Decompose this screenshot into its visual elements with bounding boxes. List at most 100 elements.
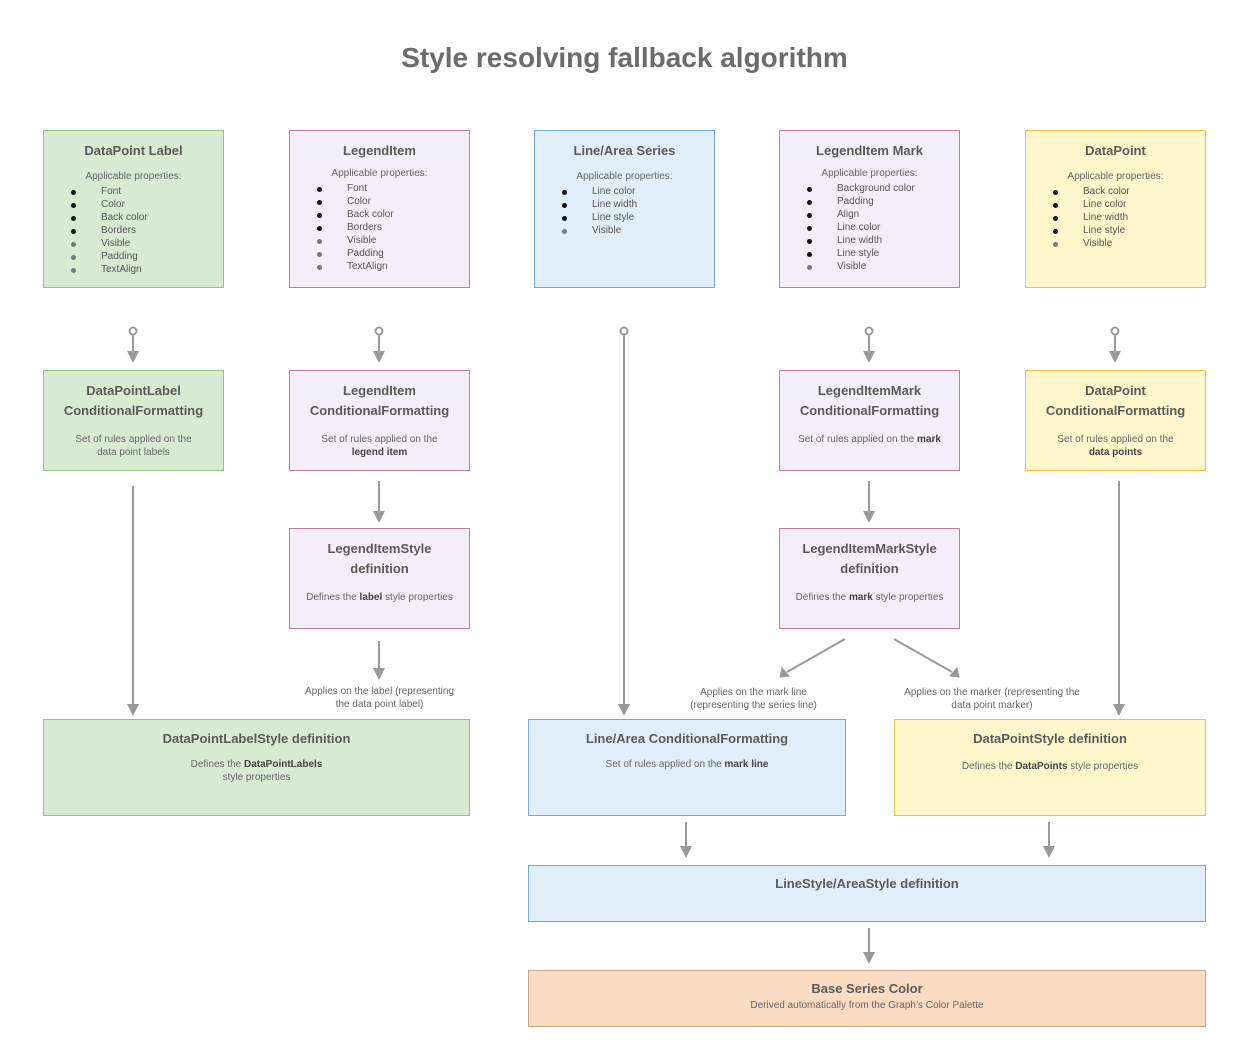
title-line: definition <box>840 561 899 576</box>
title-line: LegendItem <box>343 383 416 398</box>
desc-line: Set of rules applied on the <box>75 434 192 445</box>
property-item: Align <box>780 208 959 221</box>
desc-text: style properties <box>872 592 944 603</box>
legend-item-cf-desc: Set of rules applied on the legend item <box>290 433 469 459</box>
property-item: Visible <box>1026 237 1205 250</box>
line-area-series-box: Line/Area Series Applicable properties: … <box>534 130 715 288</box>
datapoint-label-cf-desc: Set of rules applied on the data point l… <box>44 433 223 459</box>
legend-item-box: LegendItem Applicable properties: Font C… <box>289 130 470 288</box>
title-line: LegendItemMark <box>817 383 922 398</box>
legend-item-mark-cf-box: LegendItemMark ConditionalFormatting Set… <box>779 370 960 471</box>
datapoint-label-style-desc: Defines the DataPointLabels style proper… <box>44 758 469 784</box>
property-item: Line color <box>1026 198 1205 211</box>
line-area-style-box: LineStyle/AreaStyle definition <box>528 865 1206 922</box>
property-item: Visible <box>44 237 223 250</box>
desc-text: Set of rules applied on the <box>605 759 725 770</box>
line-area-cf-box: Line/Area ConditionalFormatting Set of r… <box>528 719 846 816</box>
title-line: LegendItemMarkStyle <box>802 541 937 556</box>
line-area-series-props-label: Applicable properties: <box>576 171 673 182</box>
note-mark-line: Applies on the mark line (representing t… <box>663 686 844 712</box>
legend-item-mark-props: Background color Padding Align Line colo… <box>780 182 959 273</box>
property-item: Back color <box>1026 185 1205 198</box>
property-item: Line width <box>1026 211 1205 224</box>
property-item: Borders <box>44 224 223 237</box>
datapoint-label-title: DataPoint Label <box>84 143 183 158</box>
desc-text: Defines the <box>306 592 360 603</box>
property-item: Line style <box>1026 224 1205 237</box>
note-line: data point marker) <box>951 700 1033 711</box>
desc-text: Defines the <box>795 592 849 603</box>
legend-item-mark-style-title: LegendItemMarkStyle definition <box>780 539 959 579</box>
property-item: Visible <box>290 234 469 247</box>
title-line: LegendItemStyle <box>327 541 432 556</box>
property-item: Back color <box>290 208 469 221</box>
datapoint-style-desc: Defines the DataPoints style properties <box>895 760 1205 773</box>
line-area-cf-desc: Set of rules applied on the mark line <box>529 758 845 771</box>
desc-bold: mark line <box>724 759 769 770</box>
legend-item-mark-style-box: LegendItemMarkStyle definition Defines t… <box>779 528 960 629</box>
datapoint-style-box: DataPointStyle definition Defines the Da… <box>894 719 1206 816</box>
legend-item-mark-title: LegendItem Mark <box>816 143 923 158</box>
legend-item-props-label: Applicable properties: <box>331 168 428 179</box>
desc-text: style properties <box>382 592 453 603</box>
desc-bold: mark <box>848 592 873 603</box>
datapoint-box: DataPoint Applicable properties: Back co… <box>1025 130 1206 288</box>
legend-item-style-desc: Defines the label style properties <box>290 591 469 604</box>
desc-text: Set of rules applied on the <box>798 434 918 445</box>
desc-bold: data points <box>1088 447 1143 458</box>
arrow-mark-style-to-mark-line <box>786 638 846 673</box>
legend-item-mark-props-label: Applicable properties: <box>821 168 918 179</box>
property-item: Font <box>44 185 223 198</box>
desc-text: style properties <box>1067 761 1139 772</box>
property-item: Background color <box>780 182 959 195</box>
property-item: Padding <box>44 250 223 263</box>
datapoint-props-label: Applicable properties: <box>1067 171 1164 182</box>
datapoint-label-style-title: DataPointLabelStyle definition <box>162 731 351 746</box>
title-line: ConditionalFormatting <box>309 403 450 418</box>
property-item: Back color <box>44 211 223 224</box>
line-area-style-title: LineStyle/AreaStyle definition <box>775 876 959 891</box>
datapoint-props: Back color Line color Line width Line st… <box>1026 185 1205 250</box>
desc-bold: label <box>359 592 383 603</box>
property-item: Visible <box>780 260 959 273</box>
desc-line: Set of rules applied on the <box>321 434 438 445</box>
note-marker: Applies on the marker (representing the … <box>892 686 1092 712</box>
legend-item-props: Font Color Back color Borders Visible Pa… <box>290 182 469 273</box>
property-item: Padding <box>290 247 469 260</box>
property-item: TextAlign <box>44 263 223 276</box>
line-area-series-title: Line/Area Series <box>573 143 676 158</box>
connector-start-datapoint-label <box>128 326 138 336</box>
datapoint-label-box: DataPoint Label Applicable properties: F… <box>43 130 224 288</box>
property-item: Color <box>44 198 223 211</box>
title-line: definition <box>350 561 409 576</box>
connector-start-legend-item <box>374 326 384 336</box>
legend-item-mark-cf-desc: Set of rules applied on the mark <box>780 433 959 446</box>
desc-line: style properties <box>222 772 291 783</box>
title-line: ConditionalFormatting <box>1045 403 1186 418</box>
legend-item-title: LegendItem <box>343 143 416 158</box>
datapoint-title: DataPoint <box>1085 143 1146 158</box>
title-line: DataPointLabel <box>86 383 181 398</box>
title-line: DataPoint <box>1085 383 1146 398</box>
note-line: (representing the series line) <box>690 700 817 711</box>
desc-text: Defines the <box>190 759 244 770</box>
desc-text: Defines the <box>961 761 1016 772</box>
note-line: Applies on the marker (representing the <box>904 687 1080 698</box>
legend-item-style-box: LegendItemStyle definition Defines the l… <box>289 528 470 629</box>
title-line: ConditionalFormatting <box>63 403 204 418</box>
note-line: Applies on the label (representing <box>305 686 454 697</box>
datapoint-label-style-box: DataPointLabelStyle definition Defines t… <box>43 719 470 816</box>
desc-bold: DataPoints <box>1015 761 1068 772</box>
title-line: ConditionalFormatting <box>799 403 940 418</box>
datapoint-label-cf-box: DataPointLabel ConditionalFormatting Set… <box>43 370 224 471</box>
legend-item-cf-title: LegendItem ConditionalFormatting <box>290 381 469 421</box>
property-item: Line style <box>535 211 714 224</box>
property-item: Visible <box>535 224 714 237</box>
note-line: the data point label) <box>335 699 424 710</box>
note-label: Applies on the label (representing the d… <box>289 685 470 711</box>
property-item: Padding <box>780 195 959 208</box>
property-item: Line width <box>780 234 959 247</box>
property-item: Font <box>290 182 469 195</box>
property-item: Line color <box>780 221 959 234</box>
